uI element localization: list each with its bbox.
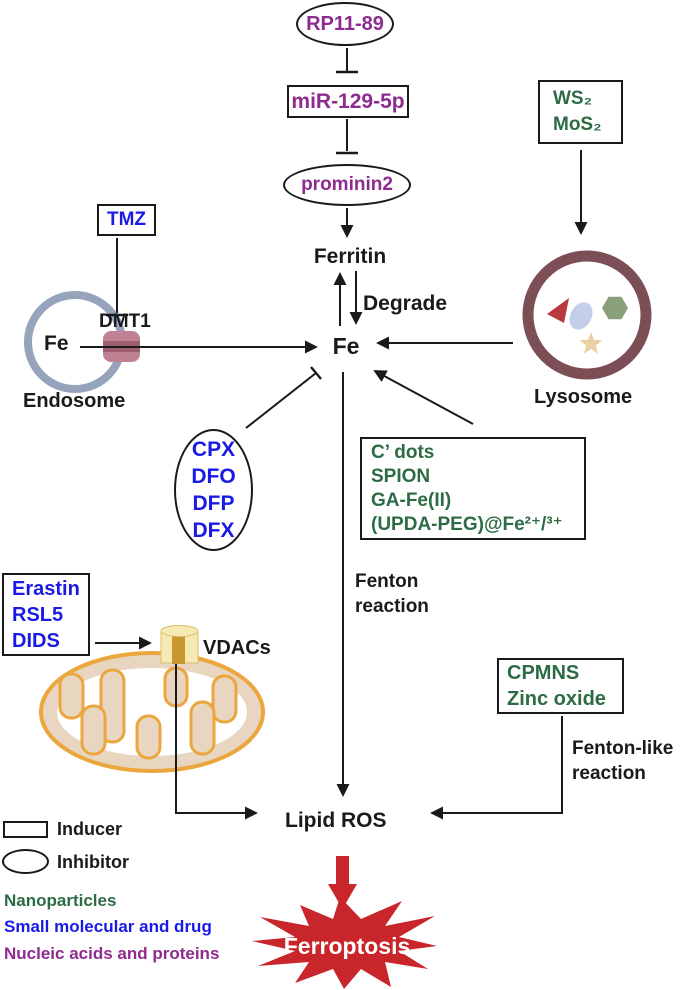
lipid-ros-label: Lipid ROS [285,809,387,832]
mos2-label: MoS₂ [553,114,602,135]
rp11-89-label: RP11-89 [306,12,384,35]
endosome-label: Endosome [23,390,126,412]
mir-129-5p-node: miR-129-5p [287,85,409,118]
rp11-89-node: RP11-89 [296,2,394,46]
lysosome-star [579,332,603,354]
arrow-nano-to-fe [373,370,474,425]
inhibit-chelators-to-fe [245,366,322,429]
red-arrow [328,856,357,909]
ferroptosis-label: Ferroptosis [283,933,411,959]
erastin-label: Erastin [12,577,80,600]
lysosome-hexagon [602,296,628,320]
legend-inducer-swatch [3,821,48,838]
dfx-label: DFX [192,519,235,542]
c-dots-label: C’ dots [371,441,435,463]
ferritin-label: Ferritin [313,245,387,268]
tmz-node: TMZ [97,204,156,236]
fenton-reaction-label: Fenton reaction [355,569,429,619]
inhibit-rp11-to-mir [336,48,358,74]
arrow-vdac-to-lipidros [175,664,258,820]
legend-inducer-label: Inducer [57,819,123,839]
legend-inhibitor-swatch [2,849,49,874]
dfo-label: DFO [191,465,236,488]
nanoparticle-box-node: C’ dots SPION GA-Fe(II) (UPDA-PEG)@Fe²⁺/… [360,437,586,540]
fenton-line1: Fenton [355,571,419,592]
lysosome-shape [522,250,652,380]
mir-129-5p-label: miR-129-5p [291,89,405,113]
dids-label: DIDS [12,629,60,652]
ws2-label: WS₂ [553,88,593,109]
prominin2-node: prominin2 [283,164,411,206]
fenton-like-line1: Fenton-like [572,738,674,759]
tmz-label: TMZ [106,209,147,230]
vdac-channel [160,625,199,664]
lysosome-label: Lysosome [534,386,633,408]
dfp-label: DFP [192,492,235,515]
fenton-line2: reaction [355,596,429,617]
legend-nanoparticles-label: Nanoparticles [4,891,117,910]
spion-label: SPION [371,465,431,487]
legend-inhibitor-label: Inhibitor [57,852,129,872]
arrow-cpmns-to-lipidros [430,716,563,820]
inhibit-tmz-to-dmt1 [106,238,128,317]
legend-small-molecular-label: Small molecular and drug [4,917,212,936]
prominin2-label: prominin2 [301,174,393,195]
lysosome-vesicle [569,302,593,330]
ws2-mos2-node: WS₂ MoS₂ [538,80,623,144]
rsl5-label: RSL5 [12,603,64,626]
fenton-like-reaction-label: Fenton-like reaction [572,736,673,786]
fe-endosome-label: Fe [44,332,69,355]
ferroptosis-starburst [252,897,437,989]
upda-peg-label: (UPDA-PEG)@Fe²⁺/³⁺ [371,513,563,535]
degrade-label: Degrade [363,292,448,315]
cpmns-label: CPMNS [507,662,580,684]
fe-central-label: Fe [332,333,360,359]
zinc-oxide-label: Zinc oxide [507,688,606,710]
inhibit-mir-to-prominin [336,119,358,155]
ga-fe-label: GA-Fe(II) [371,489,452,511]
lysosome-triangle [547,298,569,323]
cpx-label: CPX [191,438,236,461]
vdacs-label: VDACs [203,637,271,659]
dmt1-label: DMT1 [99,311,151,332]
legend-nucleic-acids-label: Nucleic acids and proteins [4,944,220,963]
fenton-like-line2: reaction [572,763,646,784]
erastin-box-node: Erastin RSL5 DIDS [2,573,90,656]
cpmns-box-node: CPMNS Zinc oxide [497,658,624,714]
mitochondria-shape [39,651,265,773]
iron-chelators-node: CPX DFO DFP DFX [174,429,253,551]
